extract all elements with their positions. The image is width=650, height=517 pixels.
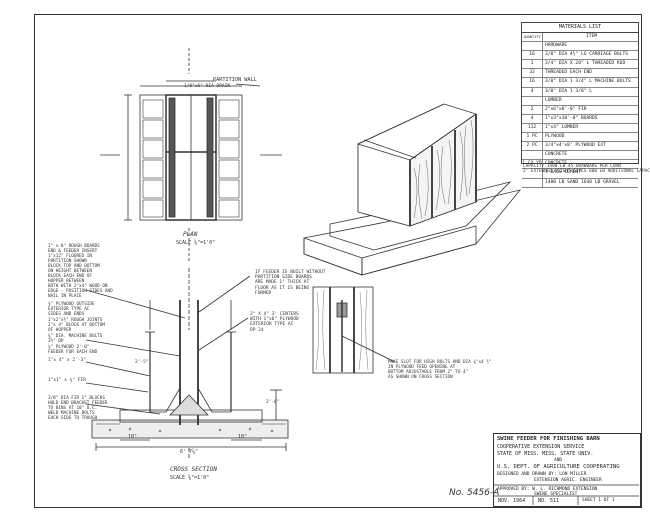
materials-row: CONCRETE (522, 151, 638, 161)
note-left-3: 1"x2"x½" ROUGH JOINTS 2"x 4" BLOCK AT BO… (48, 318, 105, 333)
materials-quantity: 16 (522, 78, 543, 87)
materials-quantity: 1 PC (522, 133, 543, 142)
title-block-date: NOV. 1964 (498, 498, 526, 504)
note-middle-2: 2" X 4" 3' CENTERS WITH 1"x6" PLYWOOD EX… (250, 312, 299, 333)
materials-item: 3/4"x4'x8' PLYWOOD EXT (545, 143, 606, 149)
dim-right-outer: 2'-6" (266, 400, 280, 405)
bolt-detail (312, 286, 396, 374)
title-block-sheet: SHEET 1 OF 1 (582, 498, 615, 503)
note-left-2: ¾" PLYWOOD OUTSIDE EXTERIOR TYPE AC SIDE… (48, 302, 95, 317)
drawing-number: No. 5456-A (449, 488, 500, 498)
materials-row: 1480 LB SAND 1640 LB GRAVEL (522, 178, 638, 188)
materials-quantity: 112 (522, 123, 543, 133)
plan-view (100, 48, 282, 262)
materials-quantity: 4 (522, 114, 543, 123)
materials-quantity (522, 169, 543, 178)
materials-notes: CAPACITY 1400 LB 45 DRAWBARS PER CORN 2'… (523, 164, 650, 174)
materials-item: LUMBER (545, 97, 562, 103)
title-block-line5: U.S. DEPT. OF AGRICULTURE COOPERATING (497, 464, 620, 470)
dim-left: 10" (128, 434, 138, 440)
cross-section-view (85, 268, 289, 460)
materials-row: LUMBER (522, 96, 638, 106)
materials-item: 3/8" DIA 1 3/8" L (545, 88, 593, 94)
dim-inner: 2'-5" (135, 360, 149, 365)
title-block-line2: COOPERATIVE EXTENSION SERVICE (497, 444, 585, 450)
note-left-6: 1"x 4" x 2'-3" (48, 358, 86, 363)
materials-item: 3/4" DIA X 20" L THREADED ROD (545, 61, 626, 67)
isometric-view (303, 103, 522, 276)
note-left-4: ⅜" DIA. MACHINE BOLTS 3½" DP (48, 334, 103, 344)
materials-item: 1"x3"x10'-0" BOARDS (545, 115, 598, 121)
materials-item: PLYWOOD (545, 134, 565, 140)
title-block-designed-role: EXTENSION AGRIC. ENGINEER (534, 478, 602, 483)
materials-item: 3/8" DIA 4½" LG CARRIAGE BOLTS (545, 52, 628, 58)
materials-quantity: 4 (522, 87, 543, 96)
materials-title: MATERIALS LIST (522, 23, 638, 33)
plan-scale: SCALE ⅜"=1'0" (176, 240, 216, 246)
materials-quantity: 2 (522, 105, 543, 114)
section-title: CROSS SECTION (170, 466, 217, 473)
materials-item: 1"x4" LUMBER (545, 124, 579, 130)
title-block-line3: STATE OF MISS. MISS. STATE UNIV. (497, 451, 594, 457)
materials-quantity: 1 CU YD (522, 160, 543, 169)
materials-item: 7 BAGS CEMENT (545, 170, 581, 176)
materials-header-row: QUANTITY ITEM (522, 33, 638, 43)
title-block-title: SWINE FEEDER FOR FINISHING BARN (497, 436, 600, 442)
materials-row: HARDWARE (522, 42, 638, 52)
title-block-line4: AND (554, 458, 563, 463)
materials-quantity: 16 (522, 51, 543, 60)
materials-quantity (522, 42, 543, 51)
note-left: 1" x 8" ROUGH BOARDS END & FEEDER INSERT… (48, 244, 113, 299)
materials-item: 3/8" DIA 1 3/4" L MACHINE BOLTS (545, 79, 631, 85)
section-scale: SCALE ⅜"=1'0" (170, 475, 210, 481)
note-left-5: ¾" PLYWOOD 2'-0" FEEDER FOR EACH END (48, 345, 98, 355)
item-column-header: ITEM (585, 34, 598, 39)
materials-quantity: 32 (522, 69, 543, 78)
dim-width: 6' 7⅞" (180, 449, 199, 455)
materials-row: 7 BAGS CEMENT (522, 169, 638, 179)
note-left-8: 3/8" DIA FIR 1" BLOCKS HOLD END BRACKET … (48, 396, 108, 421)
materials-item: CONCRETE (545, 152, 568, 158)
title-block-approved: APPROVED BY: W. L. RICHMOND EXTENSION (497, 487, 598, 492)
materials-quantity (522, 151, 543, 160)
quantity-column-header: QUANTITY (522, 33, 543, 42)
sheet-border (34, 14, 642, 508)
note-left-7: 1"x1" x ¾" FIR (48, 378, 86, 383)
title-block: SWINE FEEDER FOR FINISHING BARN COOPERAT… (493, 433, 641, 507)
materials-item: 2"x6"x8'-0" FIR (545, 106, 587, 112)
title-block-approved-role: SWINE SPECIALIST (534, 492, 578, 497)
materials-quantity (522, 96, 543, 105)
materials-item: CONCRETE (545, 161, 568, 167)
materials-item: THREADED EACH END (545, 70, 593, 76)
plan-drain-label: 1/8"x6" DIA DRAIN (184, 84, 231, 89)
partition-wall-label: PARTITION WALL (213, 77, 257, 83)
materials-quantity: 2 PC (522, 142, 543, 151)
title-block-designed: DESIGNED AND DRAWN BY: LON MILLER (497, 472, 587, 477)
materials-quantity (522, 178, 543, 187)
note-middle: IF FEEDER IS BUILT WITHOUT PARTITION SID… (255, 270, 326, 296)
materials-item: HARDWARE (545, 43, 568, 49)
materials-quantity: 1 (522, 60, 543, 69)
materials-item: 1480 LB SAND 1640 LB GRAVEL (545, 179, 620, 185)
title-block-number: NO. 511 (538, 498, 560, 504)
plan-title: PLAN (183, 231, 198, 238)
note-right: MAKE SLOT FOR HIGH BOLTS AND DIA ⅜"x4 ½"… (388, 360, 492, 380)
dim-right: 10" (238, 434, 248, 440)
